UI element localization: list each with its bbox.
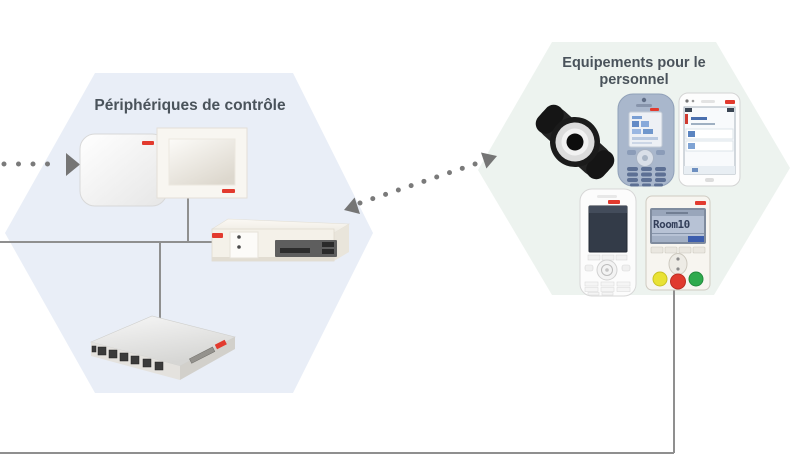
smartphone-screen: [683, 106, 736, 175]
brand-logo: [695, 201, 706, 205]
staff-zone-title: Equipements pour le personnel: [562, 55, 706, 89]
rf-reader-device: [79, 133, 168, 207]
incoming-dotted-arrow: [1, 153, 80, 176]
brand-logo: [214, 339, 227, 350]
controller-port-panel: [275, 240, 337, 257]
controller-module: [229, 231, 259, 259]
brand-logo: [608, 200, 620, 204]
handset-keypad: [627, 167, 666, 187]
terminal-green-button: [688, 271, 704, 287]
terminal-yellow-button: [652, 271, 668, 287]
brand-logo: [142, 141, 154, 145]
terminal-dpad: [668, 253, 688, 275]
arrow-left-down-icon: [344, 197, 360, 214]
connector-lines: [0, 197, 675, 454]
smartphone-device: [678, 92, 741, 187]
motion-sensor-device: [156, 127, 248, 199]
terminal-screen-text: Room10: [653, 218, 690, 231]
switch-side-panel: [189, 339, 227, 364]
terminal-function-keys: [650, 246, 706, 254]
handset-screen: [628, 111, 663, 148]
controller-unit-device: [211, 218, 351, 262]
dect-handset-white-device: [579, 188, 637, 297]
room-terminal-device: [645, 195, 711, 291]
wristband-alarm-device: [535, 104, 615, 180]
terminal-red-button: [670, 273, 686, 290]
wristband-button: [566, 133, 584, 151]
arrow-right-icon: [66, 153, 80, 176]
sensor-window: [168, 138, 236, 186]
switch-ports: [91, 345, 164, 371]
control-zone-title: Périphériques de contrôle: [94, 97, 286, 114]
network-switch-device: [90, 315, 236, 380]
dect-handset-blue-device: [617, 93, 675, 187]
bidirectional-dotted-arrow: [344, 152, 497, 214]
brand-logo: [222, 189, 235, 193]
terminal-screen: [650, 208, 706, 244]
brand-logo: [212, 233, 223, 238]
arrow-right-up-icon: [481, 152, 497, 169]
handset-keypad: [584, 281, 631, 296]
dotted-line: [357, 160, 481, 206]
brand-logo: [650, 108, 659, 111]
brand-logo: [725, 100, 735, 104]
